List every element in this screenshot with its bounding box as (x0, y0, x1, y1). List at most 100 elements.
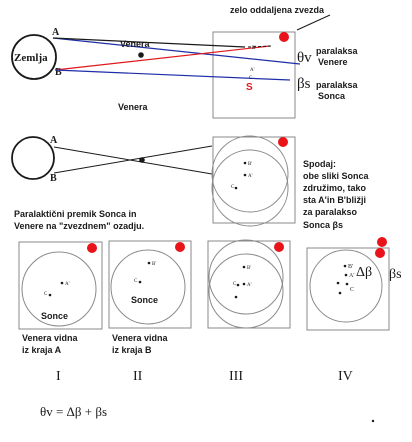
theta-v-symbol: θv (297, 50, 312, 66)
panel-3-c-dot-1 (236, 283, 240, 287)
panel-4-star-upper (377, 237, 387, 247)
roman-4: IV (338, 369, 353, 384)
panel-2-c-dot (138, 280, 142, 284)
venus-dot-middle (139, 157, 145, 163)
distant-star-dot-top (279, 32, 289, 42)
panel-4-frame (306, 247, 390, 331)
stray-dot (371, 419, 375, 423)
earth-label: Zemlja (14, 52, 48, 64)
beta-s-symbol: βs (297, 76, 311, 92)
caption-right-2: obe sliki Sonca (303, 171, 370, 181)
a-prime-top: A' (250, 68, 255, 73)
panel-3-sun-disc-b (208, 253, 284, 329)
panel-3: B' A' C III (207, 239, 291, 384)
panel-4-a-prime: A' (349, 273, 354, 279)
b-prime-top: B' (252, 46, 256, 51)
panel-2-sun-label: Sonce (131, 295, 158, 305)
panel-1-caption-1: Venera vidna (22, 333, 79, 343)
panel-1: A' C Sonce Venera vidna iz kraja A I (18, 241, 103, 384)
c-middle: C (231, 185, 235, 190)
panel-4: βs Δβ B' A' C IV (306, 237, 402, 384)
distant-star-label: zelo oddaljena zvezda (230, 5, 325, 15)
panel-4-beta-s: βs (389, 267, 402, 282)
venus-label-top: Venera (120, 39, 151, 49)
panel-1-star (87, 243, 97, 253)
panel-1-c-dot (48, 293, 52, 297)
caption-right-3: združimo, tako (303, 183, 367, 193)
b-prime-dot-middle (243, 161, 247, 165)
panel-2-star (175, 242, 185, 252)
panel-4-c-dot-3 (345, 282, 349, 286)
panel-1-sun-label: Sonce (41, 311, 68, 321)
panel-2: B' C Sonce Venera vidna iz kraja B II (108, 240, 192, 384)
panel-4-delta-beta: Δβ (356, 265, 372, 280)
b-prime-middle: B' (248, 162, 252, 167)
panel-3-b-prime: B' (247, 266, 251, 271)
panel-1-c: C (44, 292, 48, 297)
c-top: C (249, 76, 253, 81)
panel-1-a-prime: A' (65, 282, 70, 287)
panel-4-c-dot-1 (336, 281, 340, 285)
sun-disc-b-middle (211, 149, 289, 227)
distant-star-dot-middle (278, 137, 288, 147)
roman-3: III (229, 369, 243, 384)
point-a-top: A (52, 27, 60, 38)
parallax-venus-label-2: Venere (318, 57, 348, 67)
formula: θv = Δβ + βs (40, 404, 107, 419)
caption-right-6: Sonca βs (303, 220, 343, 230)
panel-2-b-prime-dot (147, 261, 151, 265)
panel-4-star-lower (375, 248, 385, 258)
parallax-venus-label-1: paralaksa (316, 46, 359, 56)
panel-4-a-prime-dot (344, 273, 348, 277)
panel-1-a-prime-dot (60, 281, 64, 285)
panel-2-caption-1: Venera vidna (112, 333, 169, 343)
panel-2-frame (108, 240, 192, 329)
panel-4-b-prime: B' (348, 264, 353, 270)
panel-1-sun-disc (21, 251, 97, 327)
panel-3-a-prime-dot (242, 282, 246, 286)
a-prime-dot-middle (243, 173, 247, 177)
panel-3-sun-disc-a (208, 239, 284, 315)
a-prime-middle: A' (248, 174, 253, 179)
dashed-extension (247, 45, 273, 48)
sightline-a-venus (52, 37, 246, 48)
panel-3-b-prime-dot (242, 265, 246, 269)
panel-4-b-prime-dot (343, 264, 347, 268)
middle-section: A B B' A' C Spodaj: obe sliki Sonca zdru… (11, 135, 370, 231)
panel-3-star (274, 242, 284, 252)
caption-right-1: Spodaj: (303, 159, 336, 169)
venus-dot-top (138, 52, 144, 58)
mid-line-a (53, 146, 213, 175)
panel-1-caption-2: iz kraja A (22, 345, 62, 355)
point-b-top: B (55, 67, 62, 78)
s-marker: S (246, 82, 253, 93)
point-a-middle: A (50, 135, 58, 146)
panel-3-c: C (233, 282, 237, 287)
panel-2-sun-disc (110, 249, 186, 325)
caption-right-4: sta A'in B'bližji (303, 195, 366, 205)
earth-top (11, 34, 57, 80)
caption-right-5: za paralakso (303, 207, 358, 217)
caption-left-1: Paralaktični premik Sonca in (14, 209, 137, 219)
earth-middle (11, 136, 55, 180)
sky-window-top (212, 31, 296, 119)
c-dot-middle (234, 186, 238, 190)
parallax-sun-label-2: Sonca (318, 91, 346, 101)
roman-1: I (56, 369, 61, 384)
panel-4-c: C (350, 287, 354, 293)
panel-4-c-dot-2 (338, 291, 342, 295)
mid-line-b (53, 145, 213, 174)
roman-2: II (133, 369, 143, 384)
panel-2-c: C (134, 279, 138, 284)
parallax-sun-label-1: paralaksa (316, 80, 359, 90)
panel-2-b-prime: B' (152, 262, 156, 267)
distant-star-pointer (296, 14, 331, 31)
caption-left-2: Venere na "zvezdnem" ozadju. (14, 221, 144, 231)
sightline-a-sun (52, 37, 301, 65)
panel-1-frame (18, 241, 103, 330)
sightline-b-sun (54, 69, 291, 81)
point-b-middle: B (50, 173, 57, 184)
sightline-b-venus (54, 45, 271, 71)
venus-label-below: Venera (118, 102, 149, 112)
